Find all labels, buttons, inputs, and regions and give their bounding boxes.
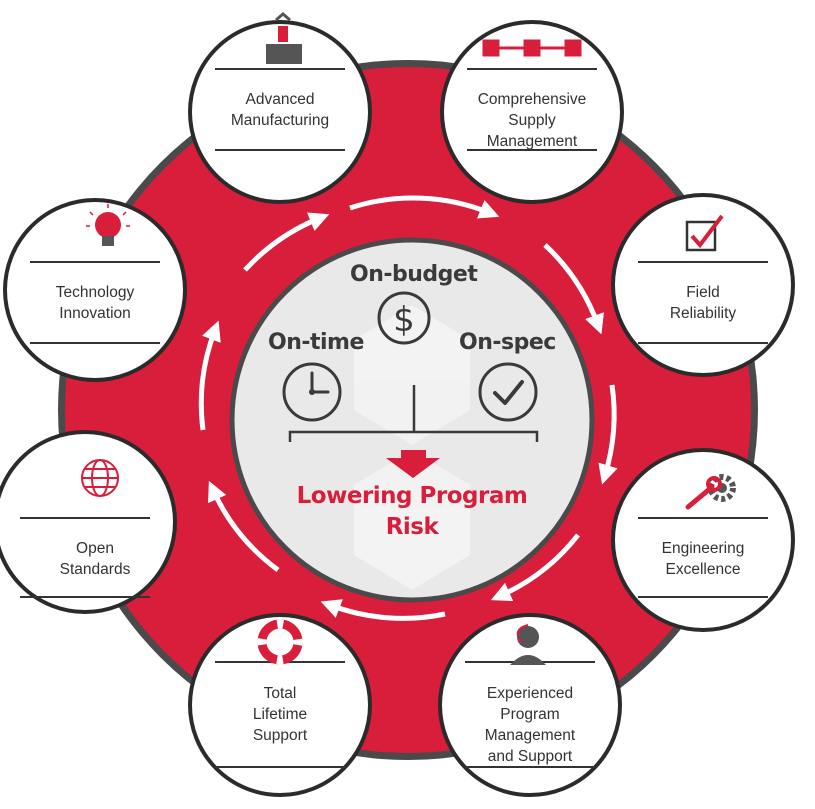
- headset-person-icon: [510, 624, 546, 665]
- balance-lines: [288, 385, 539, 442]
- node-open-standards: Open Standards: [30, 538, 160, 580]
- node-line: Technology: [55, 284, 135, 301]
- node-advanced-manufacturing: Advanced Manufacturing: [215, 89, 345, 131]
- node-line: Engineering: [661, 540, 745, 557]
- arrow-ring: [198, 195, 618, 621]
- node-line: and Support: [487, 748, 573, 765]
- node-line: Supply Management: [486, 112, 578, 150]
- node-line: Excellence: [665, 561, 741, 578]
- node-line: Experienced: [486, 685, 574, 702]
- on-spec-label: On-spec: [459, 330, 556, 355]
- robot-arm-icon: [266, 12, 302, 64]
- check-circle-icon: [478, 362, 538, 422]
- svg-text:$: $: [393, 300, 415, 340]
- node-program-management: Experienced Program Management and Suppo…: [455, 683, 605, 767]
- lifebuoy-icon: [257, 619, 303, 665]
- checkbox-icon: [685, 214, 724, 252]
- node-lifetime-support: Total Lifetime Support: [215, 683, 345, 746]
- node-engineering-excellence: Engineering Excellence: [638, 538, 768, 580]
- dollar-icon: $: [377, 291, 431, 345]
- node-line: Total: [263, 685, 297, 702]
- node-line: Lifetime: [252, 706, 308, 723]
- node-line: Innovation: [59, 305, 131, 322]
- node-line: Advanced: [245, 91, 315, 108]
- down-arrow-icon: [386, 450, 440, 478]
- on-time-label: On-time: [268, 330, 364, 355]
- result-line-1: Lowering Program: [296, 483, 528, 509]
- center-hex-watermark: [354, 305, 470, 590]
- wrench-gear-icon: [685, 474, 736, 510]
- supply-chain-icon: [482, 39, 582, 57]
- node-line: Comprehensive: [477, 91, 587, 108]
- result-line-2: Risk: [385, 514, 439, 540]
- globe-icon: [81, 459, 119, 497]
- node-technology-innovation: Technology Innovation: [30, 282, 160, 324]
- node-line: Field: [686, 284, 720, 301]
- node-line: Open: [76, 540, 114, 557]
- on-budget-label: On-budget: [350, 262, 478, 287]
- node-line: Manufacturing: [230, 112, 330, 129]
- lightbulb-icon: [86, 204, 130, 246]
- node-circles: [0, 20, 795, 797]
- node-line: Support: [252, 727, 308, 744]
- node-supply-management: Comprehensive Supply Management: [462, 89, 602, 152]
- node-line: Program Management: [484, 706, 576, 744]
- node-line: Reliability: [669, 305, 737, 322]
- node-field-reliability: Field Reliability: [638, 282, 768, 324]
- node-dividers: [20, 68, 768, 768]
- clock-icon: [282, 362, 342, 422]
- node-line: Standards: [59, 561, 131, 578]
